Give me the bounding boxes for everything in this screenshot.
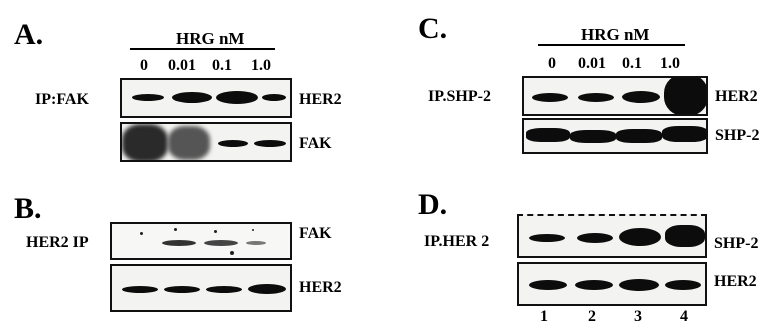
panel-a-lane-4: 1.0: [251, 57, 271, 74]
panel-c-row-shp2: SHP-2: [715, 127, 760, 144]
panel-c-shp2-blot: [522, 118, 708, 154]
band: [619, 279, 659, 291]
panel-d-her2-blot: [517, 262, 707, 306]
band: [665, 280, 701, 290]
panel-b-her2-blot: [110, 264, 292, 312]
speck: [230, 251, 234, 255]
band: [246, 241, 266, 245]
panel-a-her2-blot: [120, 78, 292, 118]
panel-a-lane-2: 0.01: [168, 57, 196, 74]
band: [665, 225, 705, 247]
smudge: [168, 126, 210, 160]
band: [529, 234, 565, 242]
panel-c-header-rule: [538, 44, 685, 46]
speck: [140, 232, 143, 235]
panel-b-fak-blot: [110, 222, 292, 260]
panel-d-row-shp2: SHP-2: [714, 235, 759, 252]
speck: [214, 230, 217, 233]
band: [248, 284, 286, 294]
panel-a-header: HRG nM: [176, 29, 245, 48]
band: [216, 91, 258, 104]
speck: [174, 228, 177, 231]
panel-a-header-rule: [130, 48, 275, 50]
panel-d-lane-2: 2: [588, 308, 596, 325]
band: [619, 228, 661, 246]
panel-a-lane-3: 0.1: [212, 57, 232, 74]
panel-c-row-her2: HER2: [715, 88, 758, 105]
panel-d-shp2-blot: [517, 214, 707, 258]
band: [664, 78, 706, 114]
panel-c-letter: C.: [418, 12, 448, 45]
panel-c-lane-1: 0: [548, 55, 556, 72]
panel-b-row-her2: HER2: [299, 279, 342, 296]
panel-c-header: HRG nM: [581, 25, 650, 44]
panel-d-lane-3: 3: [634, 308, 642, 325]
panel-b-ip-label: HER2 IP: [26, 234, 89, 251]
band: [254, 140, 286, 147]
panel-d-lane-4: 4: [680, 308, 688, 325]
band: [570, 130, 616, 143]
panel-a-fak-blot: [120, 122, 292, 162]
panel-a-lane-1: 0: [140, 57, 148, 74]
band: [206, 286, 242, 293]
band: [132, 94, 164, 101]
panel-c-lane-4: 1.0: [660, 55, 680, 72]
panel-c-lane-3: 0.1: [622, 55, 642, 72]
panel-a-row-fak: FAK: [299, 135, 332, 152]
band: [575, 280, 613, 290]
panel-d-lane-1: 1: [540, 308, 548, 325]
band: [529, 280, 567, 290]
band: [578, 93, 614, 102]
panel-c-lane-2: 0.01: [578, 55, 606, 72]
band: [526, 128, 570, 142]
band: [172, 92, 212, 103]
panel-a-ip-label: IP:FAK: [35, 91, 89, 108]
band: [616, 129, 662, 143]
panel-a-letter: A.: [14, 18, 44, 51]
panel-b-row-fak: FAK: [299, 225, 332, 242]
smudge: [122, 124, 168, 160]
panel-d-ip-label: IP.HER 2: [424, 233, 490, 250]
band: [622, 91, 660, 103]
panel-b-letter: B.: [14, 192, 42, 225]
panel-d-letter: D.: [418, 188, 448, 221]
panel-a-row-her2: HER2: [299, 91, 342, 108]
band: [577, 233, 613, 243]
band: [122, 286, 158, 293]
band: [262, 94, 286, 101]
band: [218, 140, 248, 147]
panel-d-row-her2: HER2: [714, 273, 757, 290]
band: [532, 93, 568, 102]
panel-c-her2-blot: [522, 76, 708, 116]
panel-c-ip-label: IP.SHP-2: [428, 88, 491, 105]
band: [204, 240, 238, 246]
band: [162, 240, 196, 246]
speck: [252, 229, 254, 231]
band: [164, 286, 200, 293]
band: [662, 126, 706, 142]
